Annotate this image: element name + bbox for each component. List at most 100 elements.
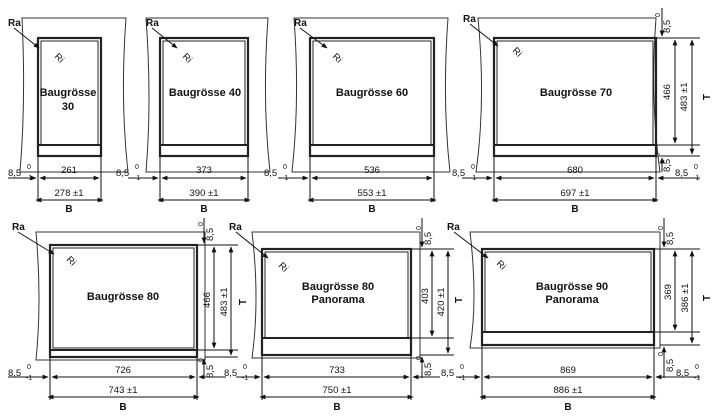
height-dims-90p: [654, 218, 700, 378]
svg-text:8,5: 8,5: [665, 232, 676, 245]
b-label-30: B: [65, 204, 72, 215]
svg-text:0: 0: [27, 364, 31, 371]
svg-text:Ra: Ra: [229, 222, 242, 233]
inner-dims-bottom: [8, 345, 700, 400]
t-label-80p: T: [454, 297, 465, 303]
h-outer-80: 483 ±1: [219, 288, 230, 317]
tol-90p: 8,5 0 8,5 0: [658, 226, 676, 372]
h-inner-80: 466: [202, 292, 213, 308]
size-label-90p-2: Panorama: [545, 294, 599, 306]
size-label-30: Baugrösse: [40, 87, 97, 99]
frame-baugroesse-30: [19, 17, 129, 173]
svg-text:0: 0: [694, 164, 698, 171]
svg-text:0: 0: [243, 364, 247, 371]
frame-baugroesse-40: [145, 17, 271, 173]
size-label-40: Baugrösse 40: [169, 87, 241, 99]
inner-width-40: 373: [196, 165, 212, 176]
outer-width-80p: 750 ±1: [323, 385, 352, 396]
height-dims-70: [656, 8, 700, 172]
svg-text:-1: -1: [26, 175, 32, 182]
outer-width-80: 743 ±1: [109, 385, 138, 396]
h-inner-70: 466: [662, 84, 673, 100]
svg-text:0: 0: [460, 364, 464, 371]
tol-70-top: 8,5 0: [655, 13, 673, 33]
svg-text:0: 0: [416, 226, 423, 230]
frame-baugroesse-80-panorama: [251, 231, 421, 359]
svg-text:Ra: Ra: [146, 18, 159, 29]
svg-text:0: 0: [283, 164, 287, 171]
inner-width-30: 261: [61, 165, 77, 176]
svg-text:8,5: 8,5: [8, 168, 21, 179]
inner-width-70: 680: [567, 165, 583, 176]
b-label-70: B: [571, 204, 578, 215]
inner-dims-top: [8, 156, 700, 203]
b-label-60: B: [368, 204, 375, 215]
svg-text:0: 0: [695, 364, 699, 371]
svg-text:8,5: 8,5: [452, 168, 465, 179]
svg-text:8,5: 8,5: [224, 368, 237, 379]
b-label-90p: B: [564, 402, 571, 413]
svg-text:8,5: 8,5: [665, 359, 676, 372]
b-label-80p: B: [333, 402, 340, 413]
svg-text:-1: -1: [693, 175, 699, 182]
outer-width-30: 278 ±1: [55, 188, 84, 199]
t-label-90p: T: [702, 295, 713, 301]
t-label-80: T: [238, 299, 249, 305]
svg-text:8,5: 8,5: [205, 228, 216, 241]
svg-text:8,5: 8,5: [264, 168, 277, 179]
size-label-70: Baugrösse 70: [540, 87, 612, 99]
svg-text:8,5: 8,5: [423, 363, 434, 376]
svg-text:Ra: Ra: [294, 18, 307, 29]
frame-baugroesse-70: [475, 17, 661, 173]
size-label-80p: Baugrösse 80: [302, 281, 374, 293]
outer-width-90p: 886 ±1: [554, 385, 583, 396]
svg-text:-1: -1: [470, 175, 476, 182]
svg-text:-1: -1: [694, 375, 700, 382]
height-dims-80p: [411, 218, 454, 378]
h-inner-80p: 403: [420, 288, 431, 304]
h-outer-90p: 386 ±1: [680, 284, 691, 313]
frame-baugroesse-90-panorama: [469, 231, 661, 349]
inner-width-80p: 733: [329, 365, 345, 376]
svg-text:0: 0: [198, 222, 205, 226]
frame-baugroesse-80: [35, 231, 206, 361]
svg-text:-1: -1: [282, 175, 288, 182]
svg-text:0: 0: [198, 358, 205, 362]
height-dims-80: [197, 218, 238, 378]
h-outer-70: 483 ±1: [679, 83, 690, 112]
svg-text:8,5: 8,5: [662, 159, 673, 172]
svg-text:-1: -1: [242, 375, 248, 382]
b-label-80: B: [119, 402, 126, 413]
svg-text:8,5: 8,5: [675, 168, 688, 179]
tol-70-bottom: 8,5 0: [655, 153, 673, 172]
svg-text:0: 0: [658, 226, 665, 230]
svg-text:8,5: 8,5: [116, 168, 129, 179]
outer-width-60: 553 ±1: [358, 188, 387, 199]
svg-text:0: 0: [655, 153, 662, 157]
svg-text:Ra: Ra: [12, 222, 25, 233]
inner-width-60: 536: [364, 165, 380, 176]
frame-baugroesse-60: [291, 17, 451, 173]
svg-text:0: 0: [655, 13, 662, 17]
svg-text:Ra: Ra: [8, 18, 21, 29]
inner-width-90p: 869: [560, 365, 576, 376]
svg-text:0: 0: [416, 356, 423, 360]
size-label-30b: 30: [62, 101, 74, 113]
inner-width-80: 726: [115, 365, 131, 376]
svg-text:8,5: 8,5: [8, 368, 21, 379]
svg-text:8,5: 8,5: [205, 365, 216, 378]
b-label-40: B: [200, 204, 207, 215]
svg-text:8,5: 8,5: [441, 368, 454, 379]
svg-text:8,5: 8,5: [423, 232, 434, 245]
svg-text:Ra: Ra: [447, 222, 460, 233]
tol-80p: 8,5 0 8,5 0: [416, 226, 434, 376]
outer-width-70: 697 ±1: [561, 188, 590, 199]
svg-text:0: 0: [27, 164, 31, 171]
svg-text:Ra: Ra: [463, 14, 476, 25]
svg-text:8,5: 8,5: [662, 20, 673, 33]
svg-text:-1: -1: [26, 375, 32, 382]
tol-80: 8,5 0 8,5 0: [198, 222, 216, 378]
outer-width-40: 390 ±1: [190, 188, 219, 199]
svg-text:0: 0: [658, 352, 665, 356]
